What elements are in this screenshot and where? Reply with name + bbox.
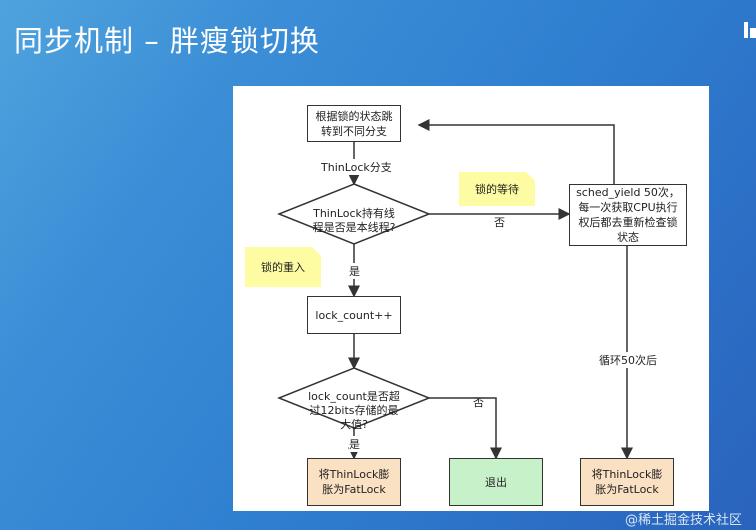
start-box-text: 根据锁的状态跳转到不同分支 [315,109,393,138]
inflate-box-right: 将ThinLock膨胀为FatLock [580,458,674,506]
inflate-box-left: 将ThinLock膨胀为FatLock [307,458,401,506]
flowchart-panel: 根据锁的状态跳转到不同分支 ThinLock分支 ThinLock持有线程是否是… [233,86,709,511]
exit-text: 退出 [485,475,507,489]
lock-count-text: lock_count++ [315,308,393,322]
yes-label-owner: 是 [349,263,360,279]
sched-yield-box: sched_yield 50次，每一次获取CPU执行权后都去重新检查锁状态 [569,184,687,246]
slide-title: 同步机制 – 胖瘦锁切换 [14,24,320,58]
loop-label: 循环50次后 [599,352,657,368]
wait-note-text: 锁的等待 [475,183,519,196]
no-label-owner: 否 [494,216,505,229]
exit-box: 退出 [449,458,543,506]
overflow-check-diamond [276,367,432,429]
lock-count-box: lock_count++ [307,296,401,334]
owner-check-diamond [276,183,432,245]
overflow-check-text: lock_count是否超过12bits存储的最大值? [308,390,400,431]
brand-logo-icon [744,18,756,42]
thin-branch-label: ThinLock分支 [321,159,392,175]
sched-yield-text: sched_yield 50次，每一次获取CPU执行权后都去重新检查锁状态 [576,186,680,244]
wait-note: 锁的等待 [459,172,535,206]
reentry-note-text: 锁的重入 [261,261,305,274]
no-label-overflow: 否 [473,396,484,409]
flowchart-connectors [276,119,633,460]
owner-check-text: ThinLock持有线程是否是本线程? [312,207,396,234]
yes-label-overflow: 是 [349,436,360,452]
inflate-left-text: 将ThinLock膨胀为FatLock [318,468,390,496]
arrow-overflow-to-exit [429,397,502,460]
watermark: @稀土掘金技术社区 [624,513,742,528]
arrow-sched-loop-back [417,119,615,184]
start-box: 根据锁的状态跳转到不同分支 [307,105,401,142]
reentry-note: 锁的重入 [245,247,321,287]
inflate-right-text: 将ThinLock膨胀为FatLock [591,468,663,496]
